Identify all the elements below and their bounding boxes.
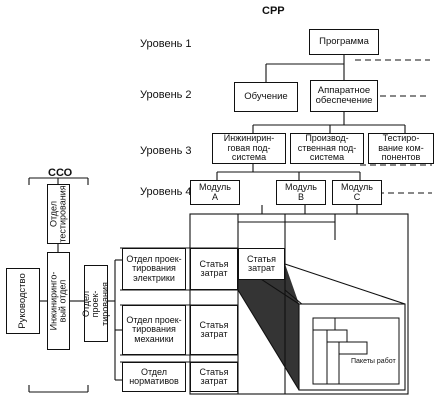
cost-account-mechanical-a: Статья затрат	[190, 305, 238, 355]
design-electrical-box: Отдел проек- тирования электрики	[122, 248, 186, 290]
cost-account-electrical-b: Статья затрат	[238, 248, 285, 280]
production-subsystem-box: Производ- ственная под- система	[290, 133, 364, 164]
management-label: Руководство	[17, 273, 29, 329]
testing-dept-label: Отдел тестирования	[48, 185, 68, 243]
level-1-label: Уровень 1	[140, 38, 192, 50]
cost-account-electrical-a: Статья затрат	[190, 248, 238, 290]
standards-dept-box: Отдел нормативов	[122, 362, 186, 392]
hardware-box: Аппаратное обеспечение	[310, 80, 378, 112]
level-3-label: Уровень 3	[140, 145, 192, 157]
testing-dept-box: Отдел тестирования	[47, 184, 70, 244]
engineering-dept-box: Инжинирингo- вый отдел	[47, 252, 70, 350]
component-testing-box: Тестиро- вание ком- понентов	[368, 133, 434, 164]
level-4-label: Уровень 4	[140, 186, 192, 198]
level-2-label: Уровень 2	[140, 89, 192, 101]
training-box: Обучение	[234, 82, 298, 112]
module-b-box: Модуль B	[276, 180, 326, 205]
design-mechanical-box: Отдел проек- тирования механики	[122, 305, 186, 355]
module-c-box: Модуль С	[332, 180, 382, 205]
wbs-title: СРР	[262, 5, 285, 17]
design-dept-label: Отдел проек- тирования	[80, 281, 110, 326]
work-packages-label: Пакеты работ	[350, 358, 397, 365]
engineering-subsystem-box: Инжинирин- говая под- система	[212, 133, 286, 164]
module-a-box: Модуль А	[190, 180, 240, 205]
program-box: Программа	[309, 29, 379, 55]
design-dept-box: Отдел проек- тирования	[80, 265, 110, 342]
obs-title: ССО	[48, 167, 73, 179]
engineering-dept-label: Инжинирингo- вый отдел	[48, 271, 68, 331]
cost-account-standards-a: Статья затрат	[190, 362, 238, 392]
management-box: Руководство	[6, 268, 40, 334]
